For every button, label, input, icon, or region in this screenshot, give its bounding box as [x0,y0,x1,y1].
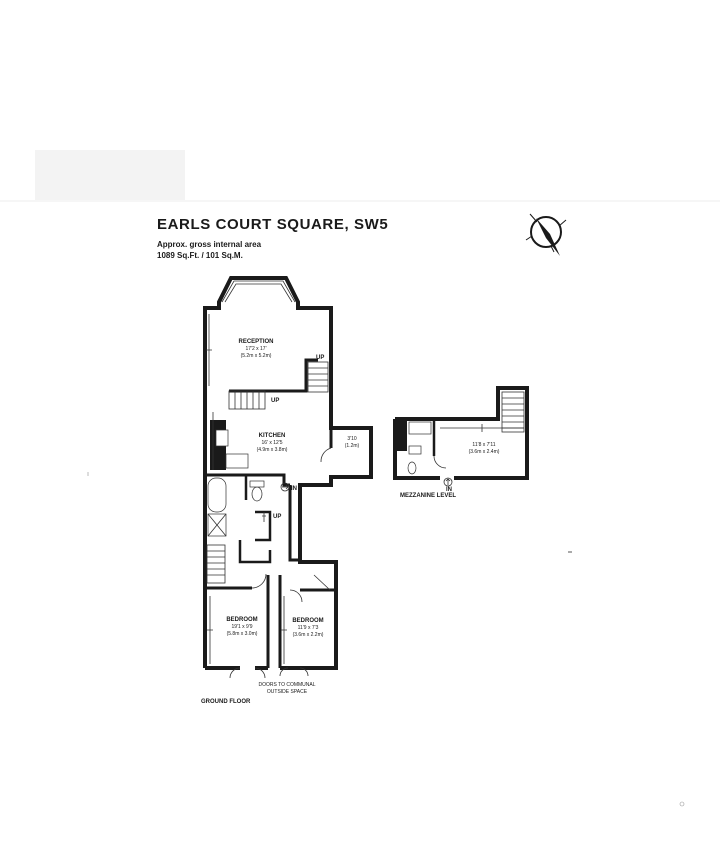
kitchen-sink-icon [215,429,229,447]
area-label: Approx. gross internal area [157,240,262,249]
hallway-wall [288,485,300,562]
reception-name: RECEPTION [238,339,273,345]
mezzanine-room-metric: (3.6m x 2.4m) [469,449,500,455]
cupboard-small-wall [255,510,272,542]
ground-floor-outer-wall [203,276,373,670]
north-arrow-icon [525,213,567,256]
mezzanine-in-label: IN [446,487,452,493]
bedroom1-dimension-v [207,596,213,664]
bay-window-inner [224,283,293,303]
kitchen-name: KITCHEN [259,433,286,439]
reception-metric: (5.2m x 5.2m) [241,353,272,359]
mezzanine-basin-icon [408,445,422,455]
mezzanine-shower-icon [408,421,432,435]
kitchen-imperial: 16' x 12'5 [261,440,282,446]
wc-icon [251,486,263,502]
hall-cupboard [238,540,272,564]
mezzanine-dimension-h [440,424,524,432]
cupboard-metric: (1.2m) [345,443,360,449]
cupboard-door-swing [320,447,332,463]
bedroom2-imperial: 11'9 x 7'3 [298,625,319,631]
kitchen-up-label: UP [271,398,279,404]
rear-stairs [206,544,226,584]
mezzanine-wall-block [397,421,407,451]
french-door-b2-right [299,667,309,677]
mezzanine-plan: 11'8 x 7'11 (3.6m x 2.4m) IN MEZZANINE L… [393,386,529,499]
bedroom1-name: BEDROOM [226,617,257,623]
doors-note-line2: OUTSIDE SPACE [267,689,308,695]
bath-icon [207,477,227,513]
french-door-left [229,667,241,679]
bedroom2-name: BEDROOM [292,618,323,624]
property-title: EARLS COURT SQUARE, SW5 [157,216,389,233]
bedroom2-dimension-v [281,596,287,664]
mezzanine-outer-wall [393,386,529,480]
mezzanine-room-imperial: 11'8 x 7'11 [472,442,495,448]
kitchen-lower-wall [205,473,290,487]
bedroom1-imperial: 19'1 x 9'9 [231,624,252,630]
kitchen-metric: (4.9m x 3.8m) [257,447,288,453]
doors-note-line1: DOORS TO COMMUNAL [258,682,315,688]
hall-stairs-marker [262,512,266,522]
area-value: 1089 Sq.Ft. / 101 Sq.M. [157,251,243,260]
french-door-right [254,667,266,679]
bay-window [221,280,296,303]
cupboard-imperial: 3'10 [347,436,357,442]
bedroom2-door-swing [289,589,303,603]
mezzanine-stairs [501,391,525,433]
scan-mark-2 [679,801,685,807]
area-summary: Approx. gross internal area 1089 Sq.Ft. … [157,239,261,261]
kitchen-hob-icon [225,453,249,469]
reception-up-label: UP [316,355,324,361]
hall-up-label: UP [273,514,281,520]
reception-imperial: 17'2 x 17' [245,346,266,352]
bedroom1-metric: (5.8m x 3.0m) [227,631,258,637]
basin-icon [249,480,265,488]
ground-floor-label: GROUND FLOOR [201,699,251,705]
french-door-b2-left [279,667,289,677]
bedroom2-wardrobe-line [313,574,331,591]
ground-floor-plan [203,276,373,679]
scan-smudge [35,150,185,200]
mezzanine-door-swing [433,455,447,469]
entrance-arrow-icon [280,482,290,492]
kitchen-stairs [228,390,266,410]
entrance-in-label: IN [291,486,297,492]
mezzanine-entry-arrow-icon [443,477,453,487]
ground-floor-labels: RECEPTION 17'2 x 17' (5.2m x 5.2m) KITCH… [201,339,360,705]
bedroom2-metric: (3.6m x 2.2m) [293,632,324,638]
bedroom1-door-swing [251,573,267,589]
reception-kitchen-wall [229,358,318,393]
reception-dimension-v [206,314,212,386]
mezzanine-wc-icon [407,461,417,475]
mezzanine-level-label: MEZZANINE LEVEL [400,493,456,499]
reception-stairs [307,361,329,393]
